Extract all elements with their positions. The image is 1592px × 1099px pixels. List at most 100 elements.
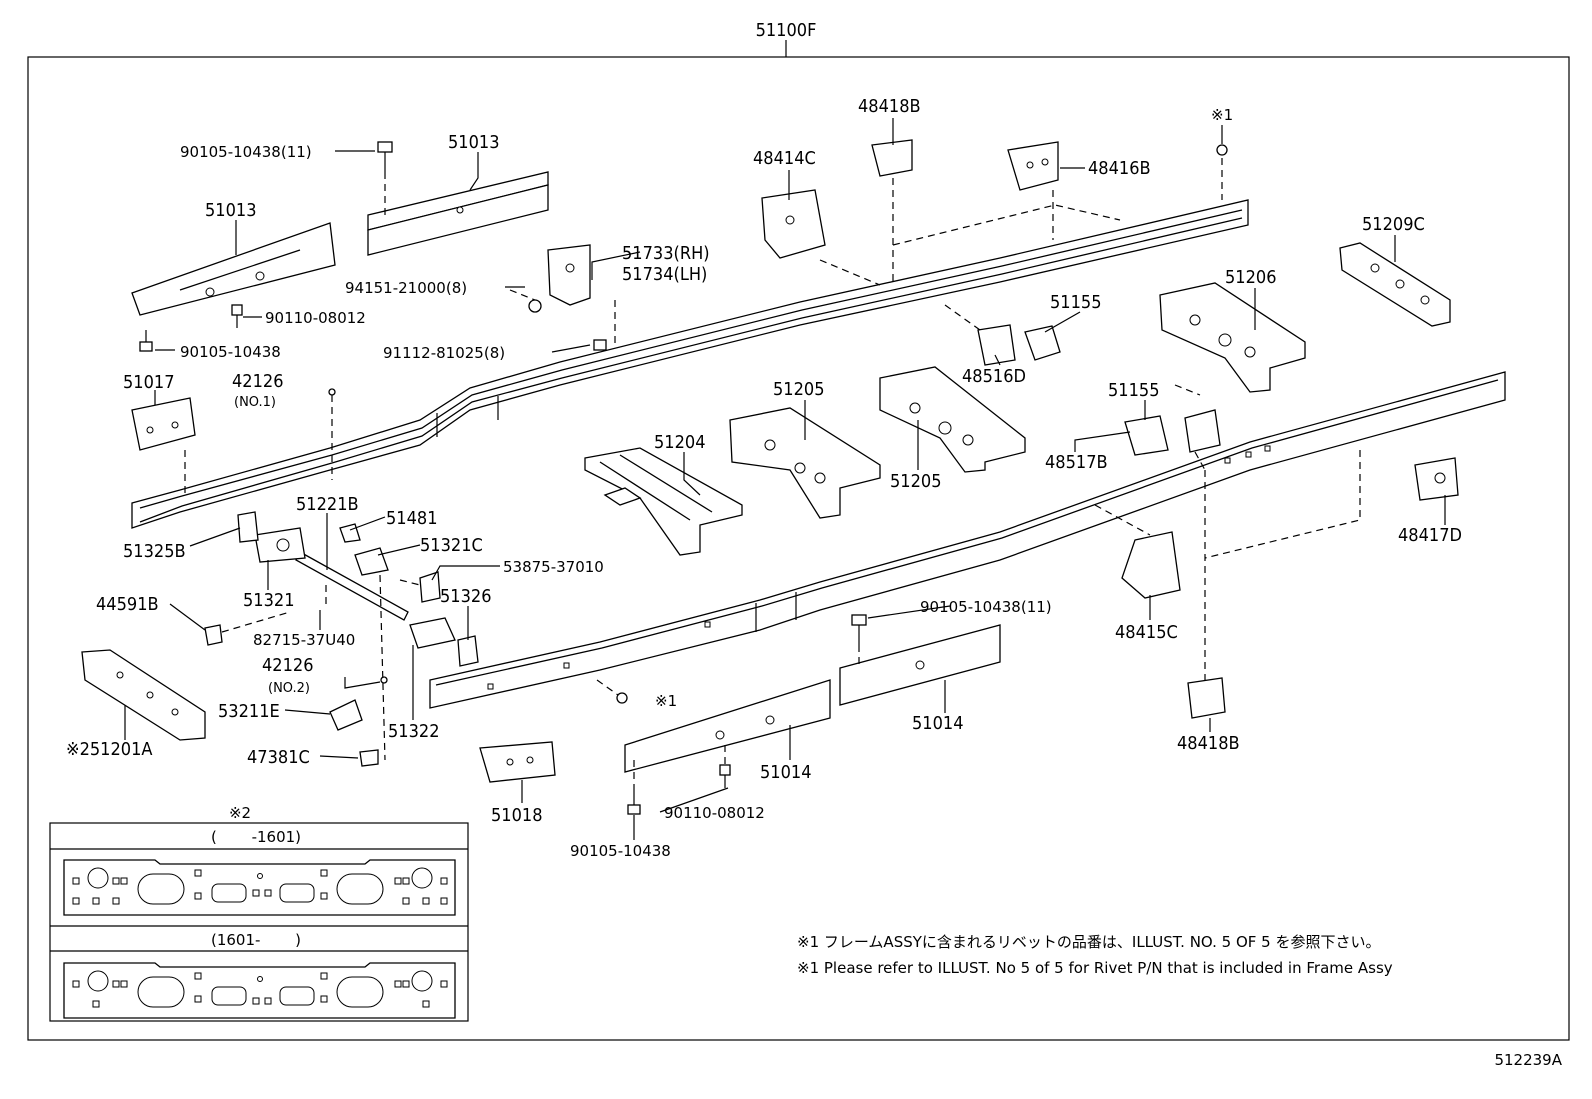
label-51734: 51734(LH) <box>622 264 707 285</box>
reinforcement-51013-top <box>367 171 549 256</box>
label-rivet-mark-mid: ※1 <box>655 692 677 710</box>
crossmember-51204 <box>584 447 743 556</box>
bracket-51017 <box>131 397 196 451</box>
label-51018: 51018 <box>491 805 543 826</box>
label-44591b: 44591B <box>96 594 159 615</box>
bracket-51155-mid <box>1184 409 1221 453</box>
clip-42126-no2 <box>380 676 388 684</box>
bracket-48517b <box>1124 415 1169 456</box>
bracket-48416b <box>1007 141 1059 191</box>
label-51733: 51733(RH) <box>622 243 710 264</box>
reinforcement-51014-lower <box>624 679 831 773</box>
bracket-48418b-bottom <box>1187 677 1226 719</box>
label-90105-10438-bottom: 90105-10438 <box>570 842 671 860</box>
plate-upper <box>63 859 456 916</box>
label-48414c: 48414C <box>753 148 816 169</box>
label-42126-no2-sub: (NO.2) <box>268 681 310 696</box>
label-51206: 51206 <box>1225 267 1277 288</box>
bracket-51321 <box>254 527 306 563</box>
bracket-48516d <box>977 324 1016 366</box>
bracket-51018 <box>479 741 556 783</box>
plate-lower <box>63 962 456 1019</box>
label-51209c: 51209C <box>1362 214 1425 235</box>
inset-panel: ※2 ( -1601) (1601- ) <box>49 804 469 1022</box>
inset-mark: ※2 <box>229 804 251 822</box>
inset-upper-caption: ( -1601) <box>211 828 301 846</box>
nut-94151 <box>528 299 542 313</box>
label-48516d: 48516D <box>962 366 1026 387</box>
bracket-48418b-top <box>871 139 913 177</box>
label-82715: 82715-37U40 <box>253 631 355 649</box>
label-51014-b: 51014 <box>760 762 812 783</box>
bracket-51326 <box>457 635 479 667</box>
note-japanese: ※1 フレームASSYに含まれるリベットの品番は、ILLUST. NO. 5 O… <box>797 933 1381 951</box>
label-90105-10438-11-mid: 90105-10438(11) <box>920 598 1052 616</box>
bolt-90110-08012-left <box>231 304 243 328</box>
label-51481: 51481 <box>386 508 438 529</box>
bracket-48417d <box>1414 457 1459 501</box>
crossmember-51209c <box>1339 242 1451 327</box>
leader-lines <box>124 118 1446 840</box>
label-51017: 51017 <box>123 372 175 393</box>
frame-rail-left <box>131 199 1249 529</box>
rivet-mark-top <box>1216 144 1228 156</box>
assembly-lines <box>184 158 1361 790</box>
bracket-53211e <box>329 699 363 731</box>
bracket-51322 <box>409 617 456 649</box>
label-51155-top: 51155 <box>1050 292 1102 313</box>
label-51322: 51322 <box>388 721 440 742</box>
diagram-border <box>27 56 1570 1041</box>
shaft-51221b <box>295 551 409 621</box>
crossmember-51205-a <box>729 407 881 519</box>
frame-rail-right <box>429 371 1506 709</box>
bracket-51321c <box>354 547 389 576</box>
note-english: ※1 Please refer to ILLUST. No 5 of 5 for… <box>797 959 1393 977</box>
bracket-48414c <box>761 189 826 259</box>
label-94151: 94151-21000(8) <box>345 279 467 297</box>
bracket-51155-top <box>1024 325 1061 361</box>
label-51013-top: 51013 <box>448 132 500 153</box>
clip-47381c <box>359 749 379 767</box>
label-53875: 53875-37010 <box>503 558 604 576</box>
label-53211e: 53211E <box>218 701 280 722</box>
label-42126-no1-sub: (NO.1) <box>234 395 276 410</box>
figure-code: 512239A <box>1494 1051 1562 1069</box>
bracket-48415c <box>1121 531 1181 599</box>
clip-42126-no1 <box>328 388 336 396</box>
label-90110-08012-bottom: 90110-08012 <box>664 804 765 822</box>
bracket-53875 <box>419 571 441 603</box>
reinforcement-51013-left <box>131 222 336 316</box>
bolt-90105-10438-left <box>139 330 153 352</box>
label-51221b: 51221B <box>296 494 359 515</box>
label-51326: 51326 <box>440 586 492 607</box>
label-48517b: 48517B <box>1045 452 1108 473</box>
label-51205-a: 51205 <box>773 379 825 400</box>
label-48418b-bottom: 48418B <box>1177 733 1240 754</box>
bolt-90105-10438-top <box>377 141 393 172</box>
label-90105-10438-left: 90105-10438 <box>180 343 281 361</box>
label-51205-b: 51205 <box>890 471 942 492</box>
crossmember-51201a <box>81 649 206 741</box>
label-48417d: 48417D <box>1398 525 1462 546</box>
label-51014-a: 51014 <box>912 713 964 734</box>
inset-lower-caption: (1601- ) <box>211 931 301 949</box>
label-47381c: 47381C <box>247 747 310 768</box>
bolt-91112 <box>593 339 607 351</box>
bracket-44591b <box>204 624 223 646</box>
reinforcement-51014-right <box>839 624 1001 706</box>
bolt-90110-08012-bottom <box>719 764 731 788</box>
rivet-mark-mid <box>616 692 628 704</box>
bolt-90105-10438-bottom <box>627 790 641 815</box>
label-51325b: 51325B <box>123 541 186 562</box>
label-51155-mid: 51155 <box>1108 380 1160 401</box>
clip-51481 <box>339 523 361 543</box>
bracket-51733 <box>547 244 591 306</box>
label-51013-left: 51013 <box>205 200 257 221</box>
label-51204: 51204 <box>654 432 706 453</box>
bracket-51325b <box>237 511 259 543</box>
label-91112: 91112-81025(8) <box>383 344 505 362</box>
label-42126-no2: 42126 <box>262 655 314 676</box>
bolt-90105-10438-mid <box>851 614 867 645</box>
label-51201a: ※251201A <box>66 739 152 760</box>
